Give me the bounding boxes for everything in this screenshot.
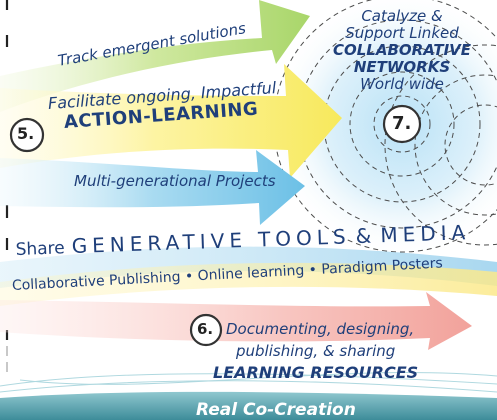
resources-line1: Documenting, designing,: [226, 320, 415, 338]
networks-line5: World wide: [360, 75, 444, 93]
step7-number: 7.: [392, 113, 412, 134]
amp-word: &: [355, 223, 372, 249]
step5-badge: [9, 117, 45, 153]
share-word: Share: [15, 238, 66, 260]
network-glow: [267, 0, 497, 259]
green-arrow: [0, 0, 310, 112]
multigen-label: Multi-generational Projects: [74, 172, 276, 190]
networks-line2: Support Linked: [345, 24, 459, 42]
swoosh-lines: [0, 372, 497, 393]
networks-text: Catalyze & Support Linked COLLABORATIVE …: [322, 8, 482, 93]
networks-line4: NETWORKS: [353, 58, 451, 76]
networks-line1: Catalyze &: [361, 7, 443, 25]
step7-badge: [382, 104, 422, 144]
media-word: MEDIA: [379, 220, 471, 248]
resources-line3: LEARNING RESOURCES: [213, 363, 419, 382]
resources-line2: publishing, & sharing: [236, 342, 396, 360]
step5-number: 5.: [17, 124, 35, 143]
bottom-banner: [0, 391, 497, 420]
yellow-arrow: [0, 64, 342, 178]
blue-arrow: [0, 150, 305, 225]
step6-badge: [189, 313, 223, 347]
tools-word: TOOLS: [257, 224, 351, 252]
pink-arrow: [0, 292, 472, 350]
tools-ribbon-yellow: [0, 262, 497, 306]
networks-line3: COLLABORATIVE: [332, 41, 472, 59]
banner-label: Real Co-Creation: [196, 400, 356, 420]
step6-number: 6.: [197, 320, 214, 338]
